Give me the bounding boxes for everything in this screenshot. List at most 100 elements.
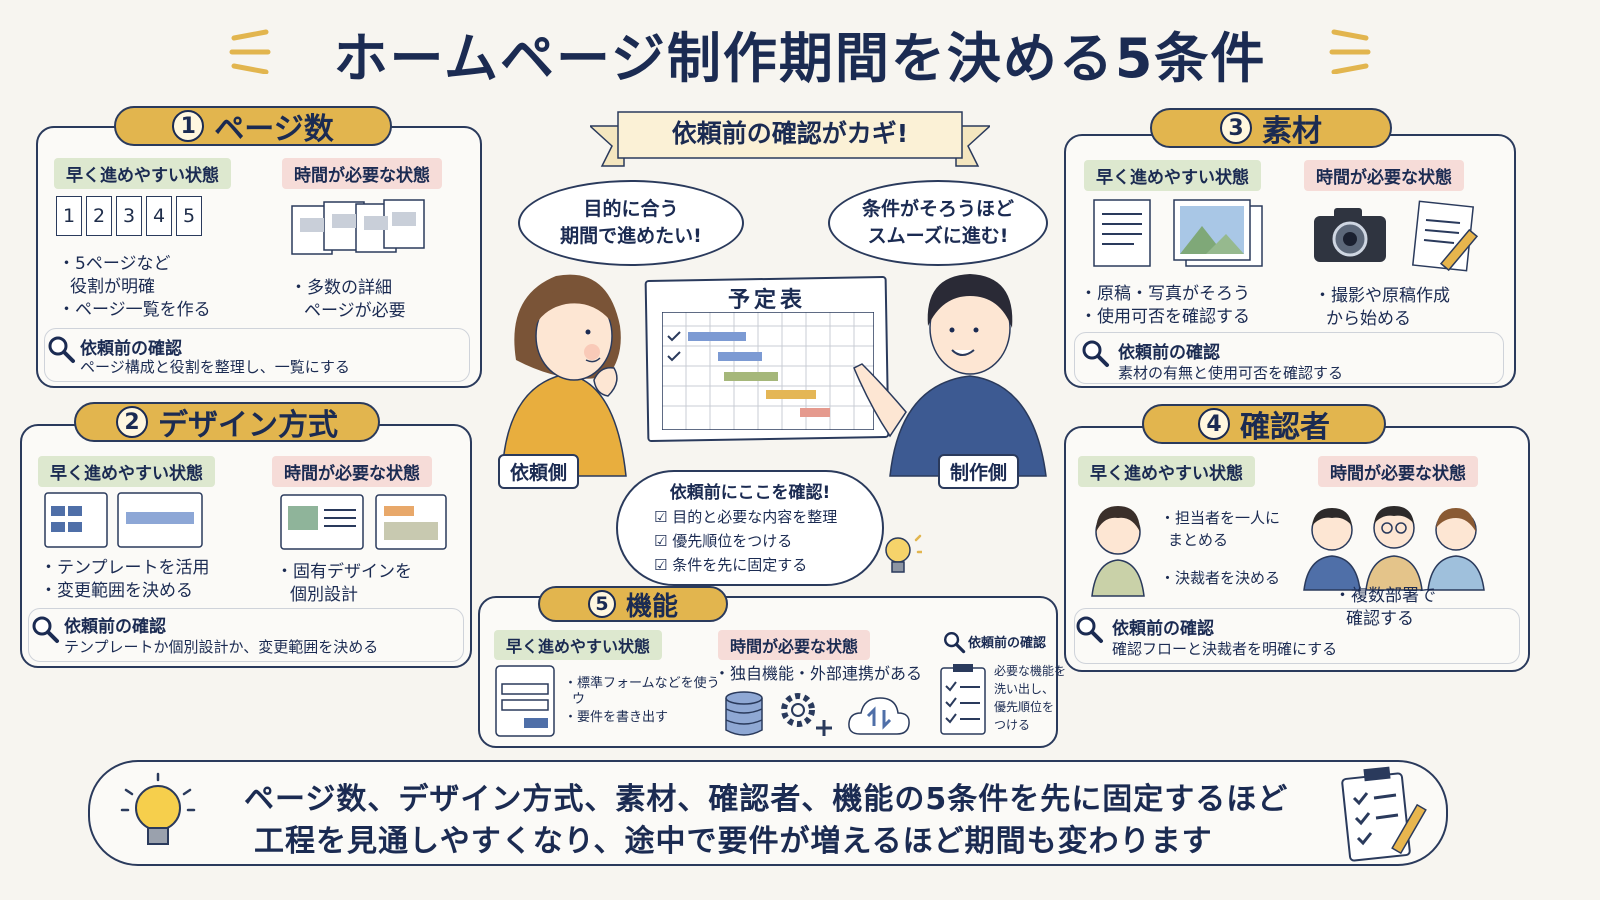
- section-title: 素材: [1262, 114, 1322, 149]
- section-number: 1: [172, 110, 205, 142]
- check-box: [1074, 608, 1520, 664]
- pages-stack-icon: 1 2 3 4 5: [56, 196, 216, 244]
- slow-tag: 時間が必要な状態: [1318, 456, 1478, 487]
- clipboard-pencil-icon: [1341, 766, 1427, 862]
- section-title: ページ数: [214, 112, 334, 147]
- slow-tag: 時間が必要な状態: [282, 158, 442, 189]
- easy-line: ・使用可否を確認する: [1080, 307, 1250, 327]
- schedule-title: 予定表: [727, 288, 806, 313]
- check-box: [1074, 332, 1504, 384]
- section-title: 確認者: [1240, 410, 1330, 445]
- easy-line: ・標準フォームなどを使う: [564, 676, 720, 691]
- document-photo-icon: [1093, 199, 1263, 267]
- easy-line: ウ: [572, 692, 586, 707]
- lightbulb-icon: [120, 772, 196, 845]
- easy-line: ・変更範囲を決める: [40, 581, 193, 601]
- checklist-cloud: [616, 470, 884, 586]
- check-box: [28, 608, 464, 662]
- easy-line: ・担当者を一人に: [1160, 509, 1281, 527]
- section-title: 機能: [625, 591, 678, 622]
- many-pages-icon: [291, 199, 425, 255]
- check-text: 確認フローと決裁者を明確にする: [1112, 640, 1338, 658]
- check-text: ページ構成と役割を整理し、一覧にする: [80, 358, 350, 376]
- check-text: 素材の有無と使用可否を確認する: [1118, 364, 1344, 382]
- easy-line: ・決裁者を決める: [1160, 569, 1281, 587]
- page-digit: 1: [56, 196, 82, 236]
- lightbulb-icon: [885, 534, 922, 573]
- checklist-item: ☑ 条件を先に固定する: [654, 554, 807, 575]
- check-box: [44, 328, 470, 382]
- role-producer-label: 制作側: [938, 454, 1020, 489]
- easy-line: 役割が明確: [70, 277, 155, 297]
- bubble-line: 期間で進めたい!: [560, 225, 702, 247]
- slow-line: ページが必要: [304, 301, 406, 321]
- slow-line: から始める: [1326, 309, 1411, 329]
- checklist-item-text: 条件を先に固定する: [672, 556, 808, 574]
- checklist-title: 依頼前にここを確認!: [669, 483, 831, 503]
- section-number: 2: [116, 406, 148, 438]
- single-person-icon: [1091, 506, 1145, 597]
- checklist-item: ☑ 優先順位をつける: [654, 530, 792, 551]
- template-layout-icon: [44, 492, 203, 548]
- easy-line: ・原稿・写真がそろう: [1080, 284, 1250, 304]
- page-digit: 2: [86, 196, 112, 236]
- check-line: つける: [994, 718, 1031, 732]
- banner-ribbon: [590, 111, 990, 167]
- slow-line: ・複数部署で: [1334, 586, 1436, 606]
- bubble-line: スムーズに進む!: [867, 225, 1009, 247]
- gantt-chart-icon: [662, 312, 874, 430]
- slow-tag: 時間が必要な状態: [718, 630, 871, 660]
- easy-line: ・要件を書き出す: [564, 710, 669, 725]
- check-title: 依頼前の確認: [80, 339, 182, 359]
- multiple-people-icon: [1303, 506, 1485, 591]
- checklist-item: ☑ 目的と必要な内容を整理: [654, 506, 837, 527]
- slow-line: ・多数の詳細: [290, 278, 392, 298]
- magnifier-icon: [1082, 340, 1109, 367]
- easy-tag: 早く進めやすい状態: [54, 158, 231, 189]
- sparkle-left-icon: [229, 29, 271, 74]
- check-line: 洗い出し、: [994, 682, 1055, 696]
- section-reviewer-header: 4 確認者: [1142, 404, 1386, 445]
- section-number: 4: [1198, 408, 1230, 440]
- producer-person-illustration: [853, 274, 1047, 477]
- slow-tag: 時間が必要な状態: [1304, 160, 1464, 191]
- summary-box: [88, 760, 1448, 866]
- bubble-producer: 条件がそろうほど スムーズに進む!: [828, 180, 1048, 266]
- easy-tag: 早く進めやすい状態: [38, 456, 215, 487]
- slow-line: 個別設計: [290, 585, 358, 605]
- page-digit: 3: [116, 196, 142, 236]
- section-feature-header: 5 機能: [538, 586, 728, 622]
- magnifier-icon: [944, 632, 966, 654]
- checkbox-checked-icon: ☑: [654, 532, 673, 550]
- check-line: 優先順位を: [994, 700, 1055, 714]
- checkbox-checked-icon: ☑: [654, 508, 673, 526]
- section-number: 5: [587, 590, 616, 618]
- easy-tag: 早く進めやすい状態: [494, 630, 663, 660]
- cloud-sync-icon: [848, 697, 910, 735]
- gear-plus-icon: [781, 693, 832, 736]
- slow-line: 確認する: [1346, 609, 1414, 629]
- summary-line: ページ数、デザイン方式、素材、確認者、機能の5条件を先に固定するほど: [244, 782, 1289, 817]
- check-title: 依頼前の確認: [1118, 343, 1220, 363]
- bubble-client: 目的に合う 期間で進めたい!: [518, 180, 744, 266]
- page-digit: 4: [146, 196, 172, 236]
- clipboard-check-icon: [940, 664, 986, 735]
- easy-line: ・ページ一覧を作る: [58, 300, 211, 320]
- bubble-line: 条件がそろうほど: [861, 198, 1014, 220]
- bubble-line: 目的に合う: [583, 198, 679, 220]
- section-number: 3: [1220, 112, 1252, 144]
- easy-tag: 早く進めやすい状態: [1078, 456, 1255, 487]
- magnifier-icon: [1076, 616, 1103, 643]
- easy-line: ・5ページなど: [58, 254, 171, 274]
- checklist-item-text: 優先順位をつける: [672, 532, 793, 550]
- check-title: 依頼前の確認: [64, 617, 166, 637]
- magnifier-icon: [32, 616, 59, 643]
- slow-line: ・独自機能・外部連携がある: [714, 664, 923, 683]
- magnifier-icon: [48, 336, 75, 363]
- slow-tag: 時間が必要な状態: [272, 456, 432, 487]
- page-title: ホームページ制作期間を決める5条件: [333, 27, 1267, 90]
- page-digit: 5: [176, 196, 202, 236]
- section-title: デザイン方式: [158, 408, 338, 443]
- section-design-header: 2 デザイン方式: [74, 402, 380, 443]
- sparkle-right-icon: [1329, 29, 1371, 74]
